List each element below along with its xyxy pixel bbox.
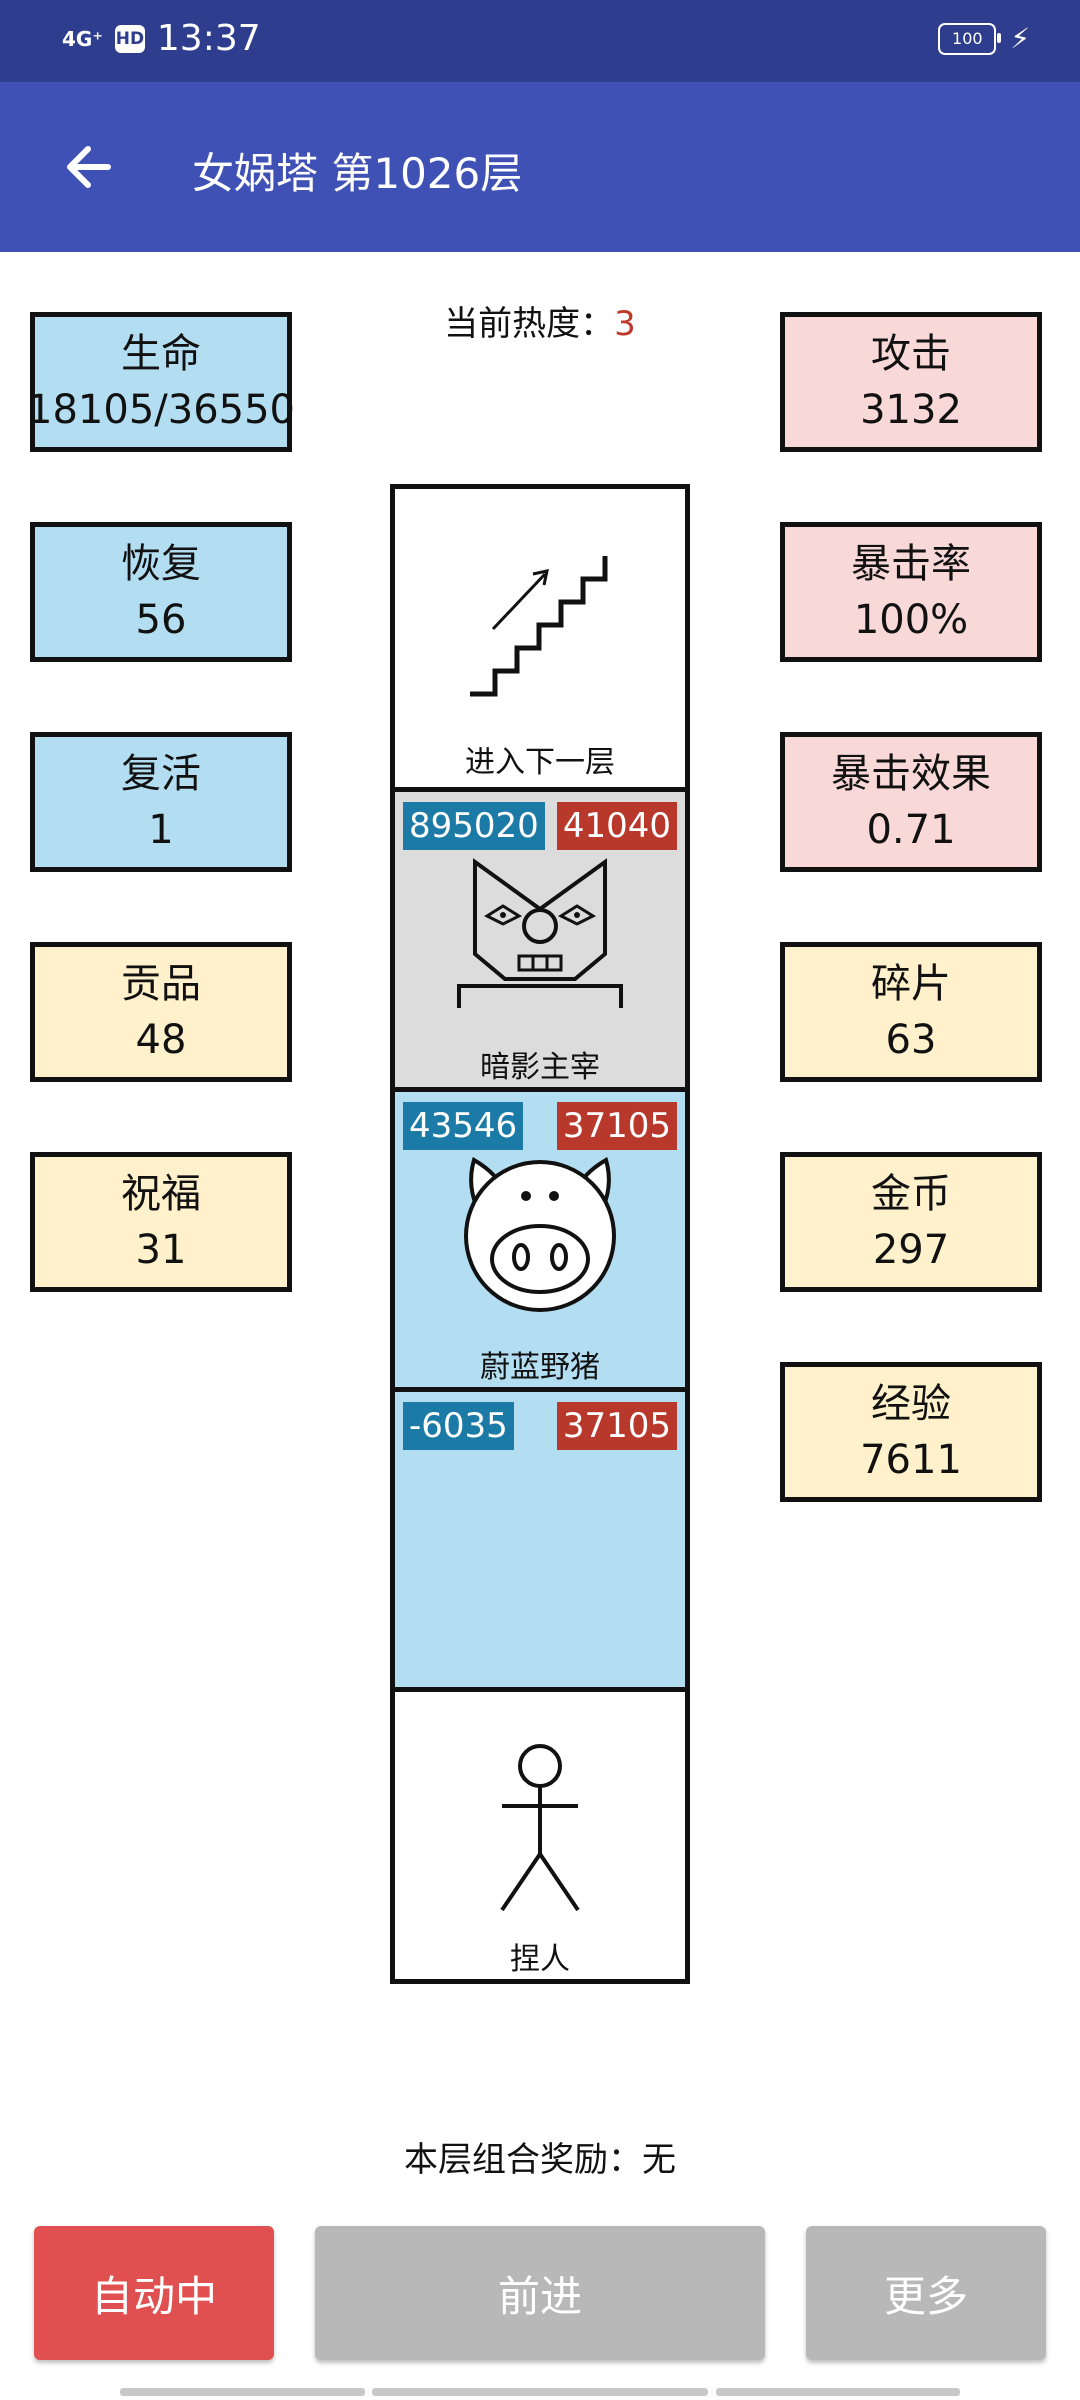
network-indicator: 4G⁺ <box>62 26 103 51</box>
stat-crit-rate: 暴击率 100% <box>780 522 1042 662</box>
heat-label: 当前热度： <box>444 304 615 344</box>
stat-value: 1 <box>148 807 174 853</box>
hp-badge: 43546 <box>403 1102 524 1150</box>
stat-label: 贡品 <box>121 961 201 1007</box>
stat-value: 7611 <box>860 1437 962 1483</box>
stat-label: 暴击率 <box>851 541 971 587</box>
stat-hp: 生命 18105/36550 <box>27 312 295 452</box>
stat-blessing: 祝福 31 <box>30 1152 292 1292</box>
stat-label: 攻击 <box>871 331 951 377</box>
more-button[interactable]: 更多 <box>806 2226 1046 2360</box>
hp-badge: 895020 <box>403 802 545 850</box>
attack-badge: 37105 <box>556 1102 677 1150</box>
stat-value: 297 <box>872 1227 950 1273</box>
cell-label: 蔚蓝野猪 <box>480 1350 600 1385</box>
forward-button[interactable]: 前进 <box>315 2226 765 2360</box>
stat-label: 金币 <box>871 1171 951 1217</box>
boar-icon <box>464 1156 616 1312</box>
stat-regen: 恢复 56 <box>30 522 292 662</box>
divider <box>395 1387 685 1392</box>
auto-button[interactable]: 自动中 <box>34 2226 274 2360</box>
stat-fragments: 碎片 63 <box>780 942 1042 1082</box>
stat-value: 31 <box>135 1227 187 1273</box>
battery-icon: 100 <box>938 22 1002 55</box>
mask-icon <box>457 858 623 1008</box>
stat-value: 100% <box>853 597 969 643</box>
stat-label: 生命 <box>121 331 201 377</box>
stick-figure-icon <box>500 1744 580 1912</box>
attack-badge: 37105 <box>556 1402 677 1450</box>
stat-label: 恢复 <box>121 541 201 587</box>
status-right: 100 ⚡ <box>938 22 1030 55</box>
stat-value: 0.71 <box>866 807 956 853</box>
stat-value: 18105/36550 <box>27 387 295 433</box>
stat-label: 碎片 <box>871 961 951 1007</box>
hp-badge: -6035 <box>403 1402 514 1450</box>
divider <box>395 1087 685 1092</box>
status-left: 4G⁺ HD 13:37 <box>62 18 261 59</box>
arrow-left-icon[interactable] <box>58 136 120 198</box>
stat-label: 经验 <box>871 1381 951 1427</box>
heat-indicator: 当前热度：3 <box>0 296 1080 345</box>
tower-cell-stairs[interactable]: 进入下一层 <box>395 489 685 787</box>
stat-value: 48 <box>135 1017 187 1063</box>
hd-badge: HD <box>114 24 145 53</box>
heat-value: 3 <box>614 304 636 344</box>
stat-revive: 复活 1 <box>30 732 292 872</box>
nav-hint <box>372 2388 708 2396</box>
nav-hint <box>120 2388 365 2396</box>
cell-label: 进入下一层 <box>465 745 615 780</box>
cell-label: 捏人 <box>510 1942 570 1977</box>
stat-label: 暴击效果 <box>831 751 991 797</box>
stat-label: 复活 <box>121 751 201 797</box>
stat-exp: 经验 7611 <box>780 1362 1042 1502</box>
nav-hint <box>716 2388 960 2396</box>
tower: 进入下一层 895020 41040 暗影主宰 43546 37105 <box>390 484 690 1984</box>
status-bar: 4G⁺ HD 13:37 100 ⚡ <box>0 0 1080 82</box>
bolt-icon: ⚡ <box>1010 22 1030 55</box>
stat-value: 3132 <box>860 387 962 433</box>
stairs-icon <box>470 556 608 697</box>
divider <box>395 787 685 792</box>
attack-badge: 41040 <box>556 802 677 850</box>
tower-cell-player[interactable]: 捏人 <box>395 1692 685 1979</box>
clock: 13:37 <box>156 18 261 59</box>
divider <box>395 1687 685 1692</box>
app-bar: 女娲塔 第1026层 <box>0 82 1080 252</box>
stat-label: 祝福 <box>121 1171 201 1217</box>
tower-cell-boar[interactable]: 43546 37105 蔚蓝野猪 <box>395 1092 685 1387</box>
stat-value: 63 <box>885 1017 937 1063</box>
stat-tribute: 贡品 48 <box>30 942 292 1082</box>
stat-gold: 金币 297 <box>780 1152 1042 1292</box>
tower-cell-boss[interactable]: 895020 41040 暗影主宰 <box>395 792 685 1087</box>
stat-attack: 攻击 3132 <box>780 312 1042 452</box>
page-title: 女娲塔 第1026层 <box>192 149 523 198</box>
tower-cell-empty[interactable]: -6035 37105 <box>395 1392 685 1687</box>
cell-label: 暗影主宰 <box>480 1050 600 1085</box>
stat-value: 56 <box>135 597 187 643</box>
floor-reward: 本层组合奖励：无 <box>404 2140 676 2180</box>
stat-crit-effect: 暴击效果 0.71 <box>780 732 1042 872</box>
